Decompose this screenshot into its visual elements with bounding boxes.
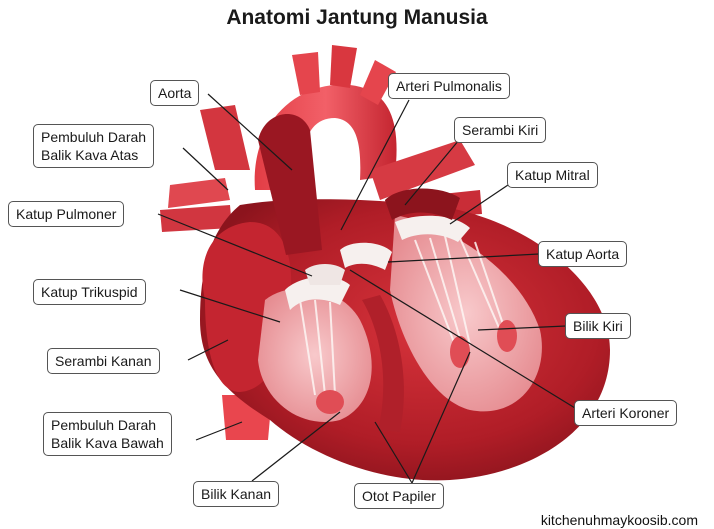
pulmonary-valve-shape xyxy=(305,264,345,285)
label-katup-trikuspid: Katup Trikuspid xyxy=(33,279,146,305)
label-serambi-kanan: Serambi Kanan xyxy=(47,348,160,374)
papillary-muscle-left-1 xyxy=(450,336,470,368)
label-bilik-kanan: Bilik Kanan xyxy=(193,481,279,507)
label-pembuluh-kava-bawah-line1: Pembuluh Darah xyxy=(51,416,164,434)
watermark-text: kitchenuhmaykoosib.com xyxy=(541,512,698,528)
label-aorta: Aorta xyxy=(150,80,199,106)
papillary-muscle-right xyxy=(316,390,344,414)
aortic-branch-2 xyxy=(330,45,357,88)
label-pembuluh-kava-bawah-line2: Balik Kava Bawah xyxy=(51,434,164,452)
papillary-muscle-left-2 xyxy=(497,320,517,352)
label-bilik-kiri: Bilik Kiri xyxy=(565,313,631,339)
label-arteri-pulmonalis: Arteri Pulmonalis xyxy=(388,73,510,99)
aortic-branch-1 xyxy=(292,52,320,95)
label-katup-aorta: Katup Aorta xyxy=(538,241,627,267)
label-pembuluh-kava-bawah: Pembuluh Darah Balik Kava Bawah xyxy=(43,412,172,456)
superior-vena-cava xyxy=(200,105,250,170)
label-pembuluh-kava-atas-line2: Balik Kava Atas xyxy=(41,146,146,164)
label-pembuluh-kava-atas: Pembuluh Darah Balik Kava Atas xyxy=(33,124,154,168)
label-otot-papiler: Otot Papiler xyxy=(354,483,444,509)
label-serambi-kiri: Serambi Kiri xyxy=(454,117,546,143)
label-katup-mitral: Katup Mitral xyxy=(507,162,598,188)
label-pembuluh-kava-atas-line1: Pembuluh Darah xyxy=(41,128,146,146)
label-katup-pulmoner: Katup Pulmoner xyxy=(8,201,124,227)
label-arteri-koroner: Arteri Koroner xyxy=(574,400,677,426)
